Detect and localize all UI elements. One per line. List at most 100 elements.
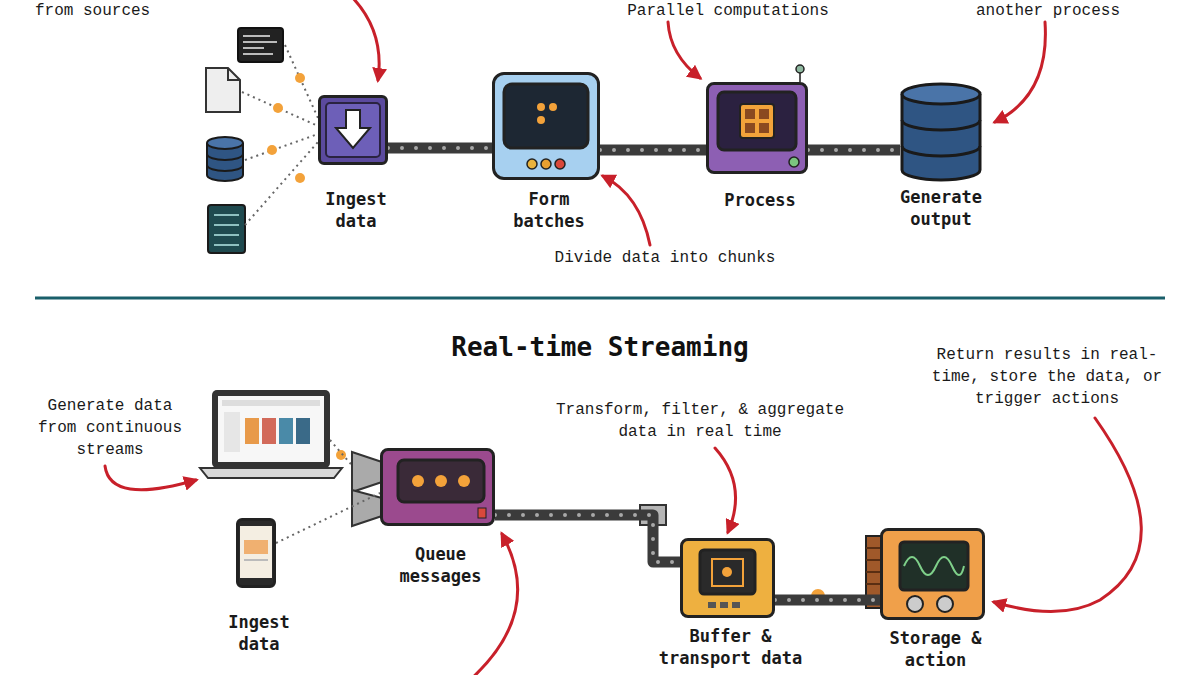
batch-screen (537, 103, 545, 111)
laptop-icon (222, 400, 320, 406)
buffer-machine: Buffer & transport data (680, 538, 775, 618)
laptop-icon (200, 390, 342, 478)
node-label-group: Ingest data (316, 188, 396, 232)
conveyor-belt (808, 145, 900, 156)
node-label: Process (710, 189, 810, 211)
node-label: Ingest data (219, 611, 299, 655)
section-divider (35, 298, 1165, 299)
callout-arrow (470, 534, 518, 675)
buffer-screen (700, 550, 755, 594)
process-screen (740, 104, 774, 138)
data-dot (336, 450, 346, 460)
belt-gear (495, 515, 680, 562)
storage-screen (900, 542, 968, 590)
source-terminal (238, 28, 283, 62)
process-screen (745, 123, 755, 133)
callout-arrow (350, 0, 379, 80)
buffer-screen (722, 567, 732, 577)
connector-group (495, 515, 680, 562)
source-server (214, 224, 239, 226)
connector-group (276, 493, 380, 543)
node-label: Generate output (891, 186, 991, 230)
source-terminal (243, 35, 270, 37)
callout-note: Parallel computations (598, 0, 858, 22)
data-dot (273, 103, 283, 113)
conveyor-belt (775, 595, 880, 606)
node-label: Ingest data (316, 188, 396, 232)
source-wires (242, 45, 318, 225)
source-document (228, 68, 240, 80)
node-label-group: Generate output (891, 186, 991, 230)
callout-arrow (715, 448, 736, 532)
output-database: Generate output (900, 82, 982, 182)
buffer-screen (732, 602, 740, 608)
connector-group (775, 600, 880, 601)
source-database (207, 137, 243, 181)
laptop-icon (200, 468, 342, 478)
process-screen (745, 109, 755, 119)
data-dot (295, 173, 305, 183)
process-machine: Process (706, 82, 808, 174)
callout-note: another process (948, 0, 1148, 22)
data-dot (295, 73, 305, 83)
section-divider (35, 297, 1165, 300)
conveyor-belt (388, 143, 492, 154)
database-outline (900, 82, 982, 182)
laptop-icon (224, 412, 240, 452)
node-label: Storage & action (876, 627, 996, 671)
callout-arrow (603, 176, 650, 245)
queue-screen (398, 460, 486, 518)
buffer-screen (712, 559, 743, 586)
storage-screen (937, 596, 953, 612)
belt-gear (388, 146, 492, 150)
node-label: Buffer & transport data (656, 625, 806, 669)
source-terminal (243, 41, 277, 43)
batch-screen (541, 159, 551, 169)
database-ring (902, 120, 980, 156)
batch-screen (549, 103, 557, 111)
queue-funnel (352, 452, 382, 492)
batch-screen (504, 84, 588, 148)
node-label: Form batches (504, 188, 594, 232)
ingest-machine: Ingest data (318, 95, 388, 165)
storage-machine: Storage & action (880, 528, 985, 620)
process-screen (759, 109, 769, 119)
source-wires (245, 134, 318, 160)
laptop-icon (296, 418, 310, 444)
source-wires (245, 142, 318, 225)
node-label-group: Ingest data (219, 611, 299, 655)
queue-screen (435, 475, 447, 487)
node-label-group: Form batches (504, 188, 594, 232)
laptop-icon (245, 418, 259, 444)
buffer-screen (700, 550, 755, 608)
source-document (206, 68, 240, 112)
callout-arrow (105, 466, 196, 490)
buffer-screen (708, 602, 716, 608)
database-top (902, 84, 980, 104)
source-server (208, 205, 245, 253)
phone-screen (244, 559, 268, 561)
callout-note: Return results in real-time, store the d… (917, 344, 1177, 410)
source-database (207, 137, 243, 149)
batch-screen (555, 159, 565, 169)
data-dot (267, 145, 277, 155)
dotted-link (276, 493, 380, 543)
connector-group (388, 148, 492, 149)
source-terminal (243, 47, 264, 49)
phone-screen (240, 526, 272, 578)
batch-machine: Form batches (492, 72, 600, 180)
node-label-group: Buffer & transport data (656, 625, 806, 669)
source-server (214, 244, 239, 246)
belt-gear (600, 148, 706, 152)
belt-gear (808, 148, 900, 152)
source-server (214, 214, 239, 216)
phone-device: Ingest data (236, 518, 276, 588)
process-screen (718, 65, 804, 167)
database-body (902, 94, 980, 180)
process-screen (789, 157, 799, 167)
source-database (207, 154, 243, 171)
callout-note: from sources (35, 0, 235, 22)
batch-screen (504, 84, 588, 169)
buffer-screen (720, 602, 728, 608)
source-terminal (243, 53, 273, 55)
